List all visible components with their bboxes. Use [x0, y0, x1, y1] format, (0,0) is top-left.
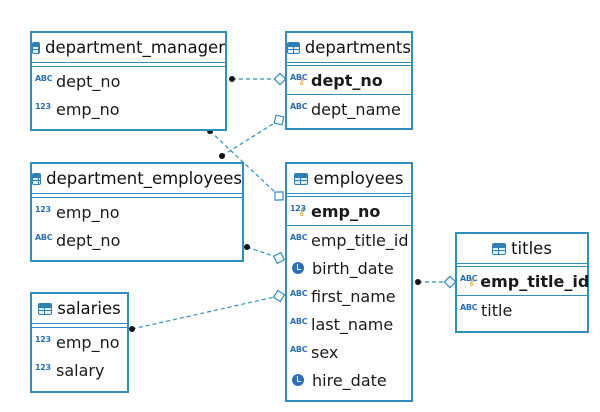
text-type-icon: ABC — [460, 302, 478, 312]
text-type-icon: ABC⚷ — [290, 72, 308, 87]
foreign-key-end-dot — [415, 279, 421, 285]
primary-key-end-diamond — [273, 114, 285, 126]
number-type-icon: 123 — [35, 101, 51, 111]
entity-header[interactable]: titles — [457, 234, 587, 264]
attribute-row[interactable]: 123 emp_no — [32, 95, 225, 123]
text-type-icon: ABC⚷ — [460, 273, 478, 288]
attribute-row[interactable]: ABC emp_title_id — [287, 226, 411, 254]
entity-header[interactable]: salaries — [32, 294, 127, 324]
entity-header[interactable]: department_manager — [32, 33, 225, 63]
relationship-line[interactable] — [209, 130, 280, 197]
attribute-name: dept_no — [56, 71, 121, 91]
entity-title: department_employees — [46, 169, 242, 188]
attribute-name: emp_title_id — [480, 271, 590, 291]
text-type-icon: ABC — [290, 288, 308, 298]
attribute-name: dept_name — [311, 99, 401, 119]
attribute-row[interactable]: ABC dept_no — [32, 67, 225, 95]
table-icon — [492, 242, 507, 255]
foreign-key-end-dot — [129, 326, 135, 332]
primary-key-row[interactable]: 123⚷ emp_no — [287, 197, 411, 225]
entity-header[interactable]: employees — [287, 164, 411, 194]
attribute-row[interactable]: 123 emp_no — [32, 198, 242, 226]
primary-key-row[interactable]: ABC⚷ emp_title_id — [457, 267, 590, 295]
table-icon — [287, 41, 300, 54]
attribute-row[interactable]: ABC last_name — [287, 310, 411, 338]
attribute-row[interactable]: birth_date — [287, 254, 411, 282]
text-type-icon: ABC — [35, 73, 53, 83]
entity-title: department_manager — [44, 38, 225, 57]
table-icon — [32, 172, 42, 185]
primary-key-end-diamond — [272, 251, 286, 265]
entity-departments[interactable]: departments ABC⚷ dept_no ABC dept_name — [285, 31, 413, 130]
entity-header[interactable]: departments — [287, 33, 411, 63]
primary-key-end-diamond — [443, 275, 457, 289]
entity-title: employees — [313, 169, 404, 188]
attribute-name: dept_no — [311, 70, 383, 90]
key-icon: ⚷ — [298, 206, 306, 218]
attribute-row[interactable]: ABC first_name — [287, 282, 411, 310]
attribute-row[interactable]: ABC dept_name — [287, 95, 411, 123]
entity-department-manager[interactable]: department_manager ABC dept_no 123 emp_n… — [30, 31, 227, 131]
entity-department-employees[interactable]: department_employees 123 emp_no ABC dept… — [30, 162, 244, 262]
foreign-key-end-dot — [219, 153, 225, 159]
attribute-row[interactable]: ABC title — [457, 296, 587, 324]
entity-salaries[interactable]: salaries 123 emp_no 123 salary — [30, 292, 129, 393]
key-icon: ⚷ — [468, 276, 476, 288]
attribute-row[interactable]: 123 salary — [32, 356, 127, 384]
entity-title: salaries — [57, 299, 121, 318]
relationship-line[interactable] — [131, 295, 280, 330]
primary-key-end-diamond — [273, 72, 287, 86]
attribute-name: sex — [311, 342, 339, 362]
attribute-name: emp_no — [311, 201, 381, 221]
attribute-name: salary — [56, 360, 105, 380]
attribute-name: first_name — [311, 286, 396, 306]
entity-title: titles — [511, 239, 552, 258]
attribute-name: hire_date — [312, 370, 387, 390]
primary-key-end-diamond — [272, 289, 286, 303]
text-type-icon: ABC — [35, 232, 53, 242]
primary-key-row[interactable]: ABC⚷ dept_no — [287, 66, 411, 94]
key-icon: ⚷ — [298, 75, 306, 87]
text-type-icon: ABC — [290, 344, 308, 354]
entity-titles[interactable]: titles ABC⚷ emp_title_id ABC title — [455, 232, 589, 333]
text-type-icon: ABC — [290, 101, 308, 111]
entity-employees[interactable]: employees 123⚷ emp_no ABC emp_title_id b… — [285, 162, 413, 402]
foreign-key-end-dot — [244, 244, 250, 250]
primary-key-end-diamond — [274, 191, 284, 201]
table-icon — [294, 172, 309, 185]
number-type-icon: 123 — [35, 334, 51, 344]
number-type-icon: 123 — [35, 204, 51, 214]
relationship-line[interactable] — [221, 119, 280, 157]
attribute-row[interactable]: ABC dept_no — [32, 226, 242, 254]
foreign-key-end-dot — [229, 76, 235, 82]
attribute-name: dept_no — [56, 230, 121, 250]
table-icon — [38, 302, 53, 315]
number-type-icon: 123⚷ — [290, 203, 306, 218]
table-icon — [32, 41, 40, 54]
attribute-name: emp_no — [56, 99, 120, 119]
entity-header[interactable]: department_employees — [32, 164, 242, 194]
attribute-name: emp_title_id — [311, 230, 409, 250]
attribute-row[interactable]: 123 emp_no — [32, 328, 127, 356]
attribute-name: emp_no — [56, 332, 120, 352]
date-type-icon — [292, 262, 304, 274]
attribute-row[interactable]: ABC sex — [287, 338, 411, 366]
number-type-icon: 123 — [35, 362, 51, 372]
text-type-icon: ABC — [290, 316, 308, 326]
text-type-icon: ABC — [290, 232, 308, 242]
attribute-name: birth_date — [312, 258, 394, 278]
attribute-name: title — [481, 300, 513, 320]
attribute-row[interactable]: hire_date — [287, 366, 411, 394]
attribute-name: emp_no — [56, 202, 120, 222]
date-type-icon — [292, 374, 304, 386]
entity-title: departments — [304, 38, 411, 57]
attribute-name: last_name — [311, 314, 394, 334]
